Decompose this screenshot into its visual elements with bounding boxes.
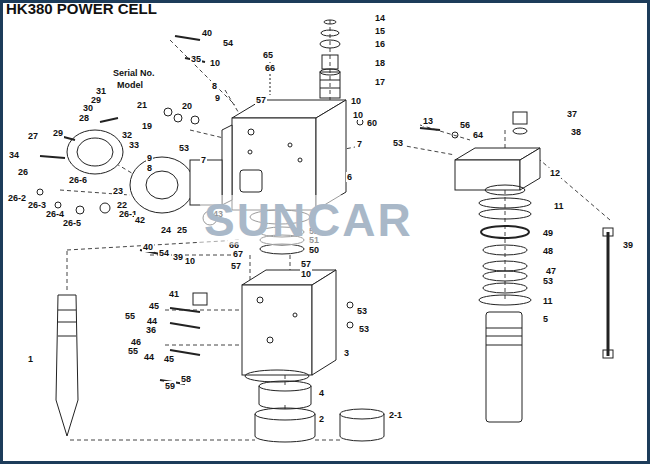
callout-number: 11 bbox=[542, 296, 554, 306]
callout-number: 19 bbox=[141, 121, 153, 131]
callout-number: 24 bbox=[160, 225, 172, 235]
callout-number: 53 bbox=[392, 138, 404, 148]
callout-number: 59 bbox=[164, 381, 176, 391]
callout-number: 34 bbox=[8, 150, 20, 160]
callout-number: 53 bbox=[358, 324, 370, 334]
callout-number: 53 bbox=[356, 306, 368, 316]
callout-number: 5 bbox=[542, 314, 549, 324]
callout-number: 15 bbox=[374, 26, 386, 36]
callout-number: 60 bbox=[366, 118, 378, 128]
callout-number: 4 bbox=[318, 388, 325, 398]
callout-number: 6 bbox=[346, 172, 353, 182]
callout-number: 26-5 bbox=[62, 218, 82, 228]
callout-number: 50 bbox=[308, 245, 320, 255]
callout-number: 40 bbox=[201, 28, 213, 38]
callout-number: 65 bbox=[262, 50, 274, 60]
callout-number: 37 bbox=[566, 109, 578, 119]
callout-number: 17 bbox=[374, 77, 386, 87]
callout-number: 66 bbox=[264, 63, 276, 73]
callout-number: 38 bbox=[570, 127, 582, 137]
callout-number: 40 bbox=[142, 242, 154, 252]
callout-number: 7 bbox=[356, 139, 363, 149]
diagram-title: HK380 POWER CELL bbox=[6, 1, 157, 17]
callout-number: 22 bbox=[116, 200, 128, 210]
callout-number: 56 bbox=[459, 120, 471, 130]
callout-number: 8 bbox=[211, 81, 218, 91]
callout-number: 47 bbox=[545, 266, 557, 276]
callout-number: 53 bbox=[178, 143, 190, 153]
callout-number: 16 bbox=[374, 39, 386, 49]
callout-number: 32 bbox=[121, 130, 133, 140]
callout-number: 54 bbox=[222, 38, 234, 48]
callout-number: 1 bbox=[27, 354, 34, 364]
callout-number: 14 bbox=[374, 13, 386, 23]
callout-number: 23 bbox=[112, 186, 124, 196]
callout-number: 29 bbox=[52, 128, 64, 138]
callout-number: 44 bbox=[143, 352, 155, 362]
callout-number: 21 bbox=[136, 100, 148, 110]
callout-number: 67 bbox=[232, 249, 244, 259]
callout-number: 2 bbox=[318, 414, 325, 424]
callout-number: 20 bbox=[181, 101, 193, 111]
callout-number: 10 bbox=[300, 269, 312, 279]
callout-number: 33 bbox=[128, 140, 140, 150]
callout-number: Serial No. bbox=[112, 68, 156, 78]
watermark: SUNCAR bbox=[200, 195, 417, 245]
callout-number: 26-3 bbox=[27, 200, 47, 210]
callout-number: 26 bbox=[17, 167, 29, 177]
callout-number: 49 bbox=[542, 228, 554, 238]
callout-number: 39 bbox=[622, 240, 634, 250]
callout-number: 53 bbox=[542, 276, 554, 286]
callout-number: 2-1 bbox=[388, 410, 403, 420]
callout-number: 10 bbox=[352, 110, 364, 120]
callout-number: 57 bbox=[255, 95, 267, 105]
callout-number: 28 bbox=[78, 113, 90, 123]
callout-number: 12 bbox=[549, 168, 561, 178]
callout-number: 18 bbox=[374, 58, 386, 68]
callout-number: 58 bbox=[180, 374, 192, 384]
callout-number: 57 bbox=[300, 259, 312, 269]
callout-number: 7 bbox=[200, 155, 207, 165]
callout-number: 27 bbox=[27, 131, 39, 141]
callout-number: 45 bbox=[148, 301, 160, 311]
callout-number: 42 bbox=[134, 215, 146, 225]
callout-number: 39 bbox=[172, 252, 184, 262]
callout-number: 13 bbox=[422, 116, 434, 126]
callout-number: 11 bbox=[553, 201, 565, 211]
callout-number: 64 bbox=[472, 130, 484, 140]
callout-number: 25 bbox=[176, 225, 188, 235]
callout-number: 26-6 bbox=[68, 175, 88, 185]
callout-number: 26-2 bbox=[7, 193, 27, 203]
callout-number: Model bbox=[116, 80, 144, 90]
callout-number: 36 bbox=[145, 325, 157, 335]
callout-number: 55 bbox=[127, 346, 139, 356]
callout-number: 57 bbox=[230, 261, 242, 271]
callout-number: 45 bbox=[163, 354, 175, 364]
callout-number: 41 bbox=[168, 289, 180, 299]
callout-number: 10 bbox=[209, 58, 221, 68]
callout-number: 8 bbox=[146, 163, 153, 173]
callout-number: 10 bbox=[350, 96, 362, 106]
callout-number: 30 bbox=[82, 103, 94, 113]
callout-number: 9 bbox=[214, 93, 221, 103]
callout-number: 54 bbox=[158, 248, 170, 258]
callout-number: 3 bbox=[343, 348, 350, 358]
callout-number: 35 bbox=[190, 54, 202, 64]
callout-number: 9 bbox=[146, 153, 153, 163]
callout-number: 48 bbox=[542, 246, 554, 256]
callout-number: 10 bbox=[184, 256, 196, 266]
callout-number: 55 bbox=[124, 311, 136, 321]
